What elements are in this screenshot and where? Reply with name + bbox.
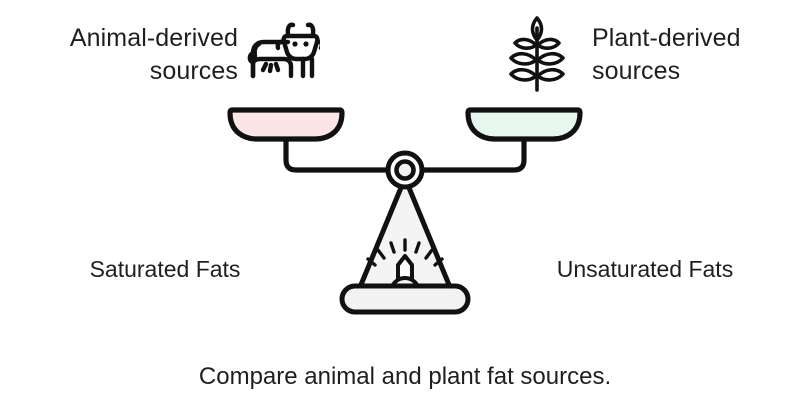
plant-icon <box>502 14 572 99</box>
label-unsaturated-fats: Unsaturated Fats <box>556 256 734 282</box>
left-pan <box>227 107 345 142</box>
scale-pivot <box>385 150 425 190</box>
scale-needle-gauge <box>366 238 444 267</box>
caption-text: Compare animal and plant fat sources. <box>198 363 612 390</box>
label-saturated-fats: Saturated Fats <box>89 256 241 282</box>
heading-plant-derived-sources: Plant-derived sources <box>592 24 741 85</box>
heading-animal-derived-sources: Animal-derived sources <box>69 24 238 85</box>
right-pan <box>465 107 583 142</box>
scale-base <box>339 283 471 315</box>
